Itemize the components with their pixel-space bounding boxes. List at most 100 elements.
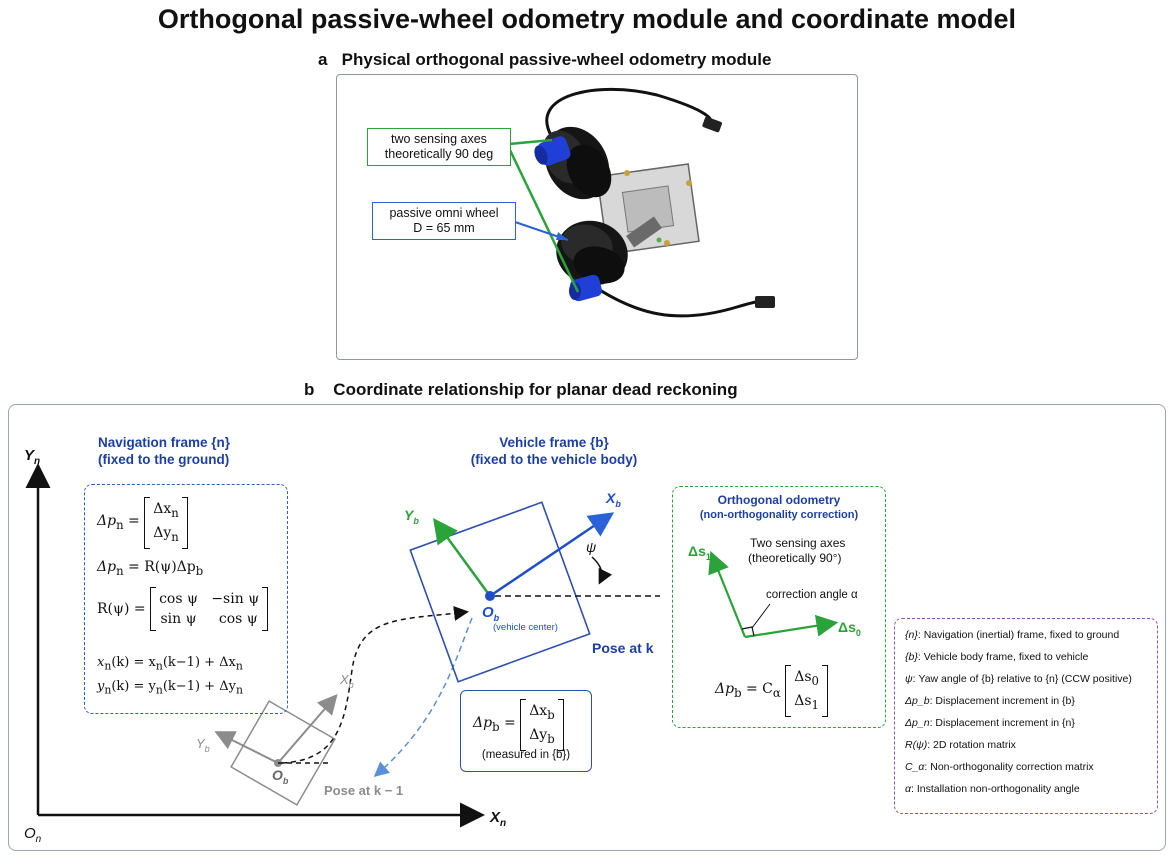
corr-vec-sub-1: 1 <box>811 697 819 712</box>
callout-axes-line1: two sensing axes <box>391 132 487 146</box>
axes-note-line1: Two sensing axes <box>750 536 845 550</box>
corr-lhs-sub: b <box>734 686 742 701</box>
eq3-lhs: R(ψ) = <box>97 601 146 617</box>
psi-label: ψ <box>586 539 596 555</box>
nav-origin-label: O <box>24 825 36 842</box>
nav-frame-title: Navigation frame {n} <box>98 435 231 450</box>
callout-wheel-line2: D = 65 mm <box>413 221 475 235</box>
eq2-sub: n <box>116 563 124 578</box>
eq5-tail-sub: n <box>235 683 243 697</box>
legend-item: Δp_b: Displacement increment in {b} <box>905 695 1132 707</box>
eq1-lhs: Δp <box>97 513 117 530</box>
legend-sym: Δp_n <box>905 717 930 729</box>
panel-b-frame <box>8 404 1166 851</box>
eq-dpn-rotation: Δpn = R(ψ)Δpb <box>97 559 203 578</box>
nav-y-label: Y <box>24 447 36 464</box>
panel-a-title: a Physical orthogonal passive-wheel odom… <box>318 50 771 70</box>
legend-item: ψ: Yaw angle of {b} relative to {n} (CCW… <box>905 673 1132 685</box>
eq2-rhs-sub: b <box>195 563 204 578</box>
s0-label-sub: 0 <box>856 628 861 638</box>
svg-text:Xb: Xb <box>339 672 354 690</box>
odometry-module-illustration <box>534 87 775 318</box>
legend-sym: α <box>905 783 911 795</box>
legend-item: C_α: Non-orthogonality correction matrix <box>905 761 1132 773</box>
yb-label-sub: b <box>413 516 419 526</box>
nav-origin-label-sub: n <box>36 834 42 845</box>
svg-text:Yn: Yn <box>24 447 40 467</box>
legend-text: : Displacement increment in {b} <box>929 695 1075 707</box>
legend-text: : Vehicle body frame, fixed to vehicle <box>917 651 1089 663</box>
nav-frame-header: Navigation frame {n} (fixed to the groun… <box>98 434 230 468</box>
vehicle-frame-title: Vehicle frame {b} <box>499 435 609 450</box>
legend-sym: Δp_b <box>905 695 930 707</box>
legend-sym: C_α <box>905 761 925 773</box>
nav-y-label-sub: n <box>34 456 40 467</box>
callout-leaders <box>507 138 580 293</box>
legend-list: {n}: Navigation (inertial) frame, fixed … <box>905 629 1132 795</box>
vehicle-pose-k <box>409 501 615 683</box>
xb-label: X <box>605 490 617 506</box>
eq4-rhs-sub: n <box>155 659 163 673</box>
main-title: Orthogonal passive-wheel odometry module… <box>157 4 1017 34</box>
panel-b-title: b Coordinate relationship for planar dea… <box>304 380 738 400</box>
eq-dpb-vector: Δpb = Δxb Δyb <box>473 699 564 751</box>
ortho-box: Orthogonal odometry (non-orthogonality c… <box>672 486 886 728</box>
panel-b-title-text: Coordinate relationship for planar dead … <box>333 380 738 399</box>
ortho-subtitle: (non-orthogonality correction) <box>699 509 859 521</box>
legend-item: {b}: Vehicle body frame, fixed to vehicl… <box>905 651 1132 663</box>
measured-vec-sub-0: b <box>547 707 555 722</box>
eq1-vec-0: Δx <box>153 501 172 517</box>
legend-item: α: Installation non-orthogonality angle <box>905 783 1132 795</box>
legend-item: {n}: Navigation (inertial) frame, fixed … <box>905 629 1132 641</box>
eq4-lhs: x <box>97 655 105 670</box>
legend-text: : Installation non-orthogonality angle <box>911 783 1080 795</box>
svg-text:Xn: Xn <box>489 809 506 829</box>
return-path <box>373 617 473 777</box>
callout-axes-line2: theoretically 90 deg <box>384 147 494 161</box>
eq1-vec-sub-0: n <box>171 505 179 520</box>
measured-vec-0: Δx <box>529 703 548 719</box>
vehicle-center-caption: (vehicle center) <box>493 622 558 633</box>
measured-box: Δpb = Δxb Δyb (measured in {b}) <box>460 690 592 772</box>
yb-prev-label: Y <box>196 736 206 751</box>
legend-text: : Non-orthogonality correction matrix <box>924 761 1094 773</box>
eq5-rhs-sub: n <box>155 683 163 697</box>
corr-mid-sub: α <box>772 686 781 701</box>
corr-vec-sub-0: 0 <box>811 673 819 688</box>
legend-sym: {b} <box>905 651 918 663</box>
eq-x-update: xn(k) = xn(k−1) + Δxn <box>97 655 243 673</box>
callout-sensing-axes: two sensing axes theoretically 90 deg <box>367 128 511 166</box>
ortho-header: Orthogonal odometry (non-orthogonality c… <box>673 493 885 523</box>
ob-prev-label: O <box>272 767 283 783</box>
vehicle-pose-k-minus-1 <box>214 693 338 806</box>
axes-note-line2: (theoretically 90°) <box>748 551 842 565</box>
xb-prev-label-sub: b <box>349 680 354 690</box>
callout-wheel-line1: passive omni wheel <box>389 206 499 220</box>
eq3-r2c1: sin ψ <box>160 611 197 627</box>
motion-path <box>281 605 469 764</box>
callout-omni-wheel: passive omni wheel D = 65 mm <box>372 202 516 240</box>
corr-mid: = C <box>746 681 773 698</box>
eq5-sub: n <box>104 683 112 697</box>
ortho-title: Orthogonal odometry <box>717 493 841 507</box>
panel-a-title-text: Physical orthogonal passive-wheel odomet… <box>341 50 772 69</box>
svg-text:Yb: Yb <box>404 507 419 526</box>
svg-text:Ob: Ob <box>482 604 500 623</box>
eq3-r1c2: −sin ψ <box>211 591 260 607</box>
svg-text:Yb: Yb <box>196 736 210 754</box>
svg-text:Ob: Ob <box>272 767 289 786</box>
legend-text: : 2D rotation matrix <box>927 739 1016 751</box>
s1-label: Δs <box>688 543 706 559</box>
legend-sym: ψ <box>905 673 913 685</box>
yb-prev-label-sub: b <box>205 744 210 754</box>
s0-label: Δs <box>838 619 856 635</box>
eq1-vec-sub-1: n <box>171 529 179 544</box>
eq4-sub: n <box>104 659 112 673</box>
eq-correction: Δpb = Cα Δs0 Δs1 <box>715 665 828 717</box>
eq2-lhs: Δp <box>97 559 117 575</box>
vehicle-frame-header: Vehicle frame {b} (fixed to the vehicle … <box>444 434 664 468</box>
eq-y-update: yn(k) = yn(k−1) + Δyn <box>97 679 243 697</box>
ob-label-sub: b <box>494 613 500 623</box>
legend-item: R(ψ): 2D rotation matrix <box>905 739 1132 751</box>
